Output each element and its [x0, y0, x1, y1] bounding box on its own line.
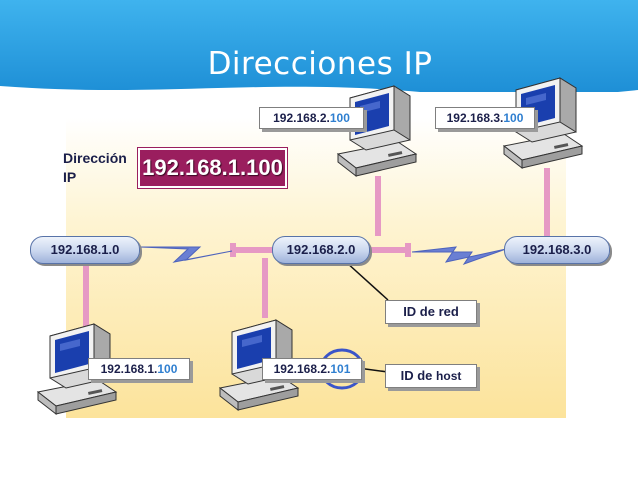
header-band — [0, 0, 638, 92]
network-part: 192.168.2. — [273, 362, 331, 376]
header-wave — [0, 86, 638, 104]
network-node-1: 192.168.1.0 — [30, 236, 140, 264]
computer-icon — [337, 85, 417, 177]
featured-ip: 192.168.1.100 — [138, 148, 287, 188]
network-part: 192.168.1. — [100, 362, 158, 376]
ip-label-top-left: 192.168.2.100 — [259, 107, 364, 129]
ip-label-top-right: 192.168.3.100 — [435, 107, 535, 129]
network-id-pointer — [345, 261, 389, 301]
host-part: 100 — [503, 111, 524, 125]
host-id-callout: ID de host — [385, 364, 477, 388]
network-part: 192.168.2. — [273, 111, 330, 125]
network-part: 192.168.3. — [446, 111, 504, 125]
address-label-line1: Dirección — [63, 150, 127, 166]
host-id-prefix: ID de — [400, 368, 437, 383]
address-label: Dirección IP — [63, 149, 127, 187]
host-part: 101 — [330, 362, 351, 376]
ip-label-bottom-mid: 192.168.2.101 — [262, 358, 362, 380]
host-part: 100 — [329, 111, 350, 125]
host-id-word: host — [436, 369, 462, 383]
address-label-line2: IP — [63, 169, 77, 185]
ip-label-bottom-left: 192.168.1.100 — [88, 358, 190, 380]
network-node-3: 192.168.3.0 — [504, 236, 610, 264]
slide-title: Direcciones IP — [207, 46, 433, 82]
lightning-link-icon — [139, 246, 233, 263]
network-id-callout: ID de red — [385, 300, 477, 324]
host-part: 100 — [157, 362, 178, 376]
network-node-2: 192.168.2.0 — [272, 236, 370, 264]
